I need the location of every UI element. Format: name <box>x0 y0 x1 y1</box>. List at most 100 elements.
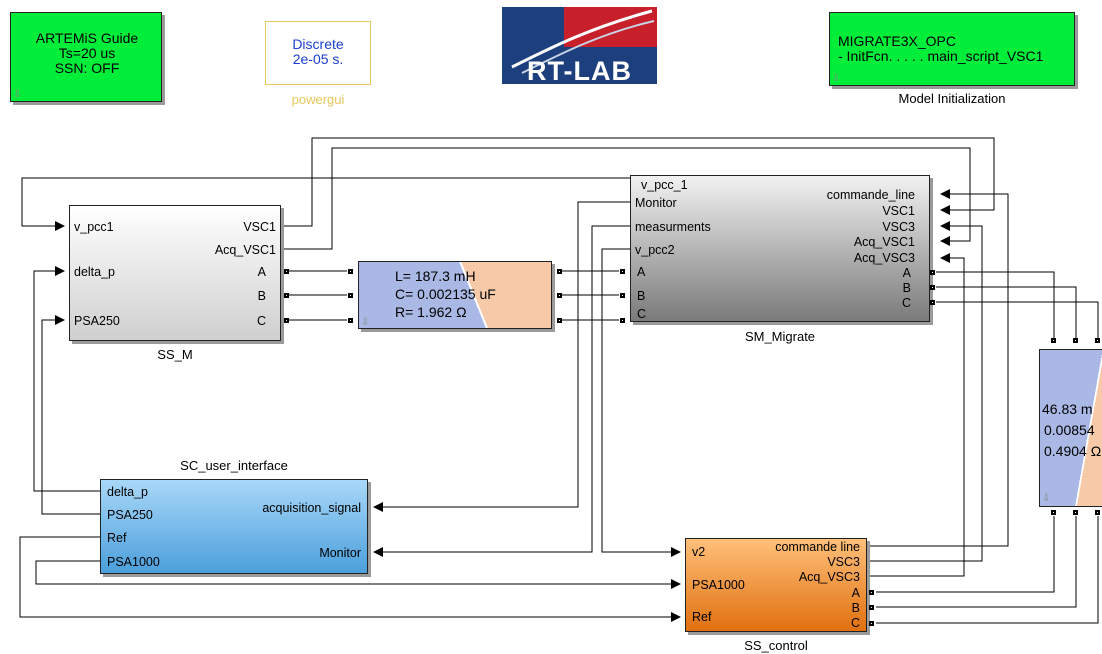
sm-port-out-b[interactable] <box>930 285 935 290</box>
sm-out-acq-vsc3: Acq_VSC3 <box>853 251 915 265</box>
powergui-block[interactable]: Discrete 2e-05 s. <box>265 21 371 85</box>
sm-port-in-a[interactable] <box>620 269 625 274</box>
model-init-block[interactable]: MIGRATE3X_OPC - InitFcn. . . . . main_sc… <box>829 12 1075 86</box>
ctl-port-b[interactable] <box>869 605 874 610</box>
artemis-line3: SSN: OFF <box>54 60 120 76</box>
sm-out-c: C <box>901 296 911 310</box>
rlc2-port-bot-c[interactable] <box>1095 510 1100 515</box>
rlc1-port-in-b[interactable] <box>348 293 353 298</box>
ss-m-out-acq-vsc1: Acq_VSC1 <box>214 243 276 257</box>
sm-in-b: B <box>637 289 646 303</box>
sm-migrate-caption: SM_Migrate <box>744 329 816 344</box>
ctl-port-a[interactable] <box>869 590 874 595</box>
down-arrow-icon: ⇩ <box>1042 493 1051 504</box>
sc-in-psa1000: PSA1000 <box>107 555 160 569</box>
ss-control-block[interactable]: v2 PSA1000 Ref commande line VSC3 Acq_VS… <box>685 538 867 632</box>
ss-m-in-psa250: PSA250 <box>74 314 120 328</box>
wire-ref <box>19 536 681 622</box>
sc-user-caption: SC_user_interface <box>180 458 288 473</box>
ctl-in-v2: v2 <box>692 545 706 559</box>
rlc2-r: 0.4904 Ω <box>1044 443 1102 459</box>
sc-in-ref: Ref <box>107 531 127 545</box>
wire-monitor <box>373 225 630 557</box>
artemis-line1: ARTEMiS Guide <box>35 30 139 46</box>
down-arrow-icon: ⇩ <box>361 317 370 328</box>
ctl-port-c[interactable] <box>869 621 874 626</box>
sm-in-monitor: Monitor <box>635 196 677 210</box>
rlc2-port-top-c[interactable] <box>1095 338 1100 343</box>
wire-ctl-c <box>876 516 1099 624</box>
sm-port-out-c[interactable] <box>930 300 935 305</box>
ctl-in-ref: Ref <box>692 610 712 624</box>
wire-v2 <box>601 248 681 557</box>
rlc1-port-out-a[interactable] <box>557 269 562 274</box>
sm-in-measurments: measurments <box>635 220 711 234</box>
ss-m-out-a: A <box>257 265 266 279</box>
wire-acq-signal <box>373 201 630 512</box>
ss-m-port-c[interactable] <box>284 318 289 323</box>
rlc1-port-out-b[interactable] <box>557 293 562 298</box>
wire-acq-vsc1 <box>280 147 971 250</box>
ss-m-in-vpcc1: v_pcc1 <box>74 220 114 234</box>
wire-sm-c <box>936 301 1099 338</box>
powergui-caption: powergui <box>291 92 345 107</box>
ss-m-out-b: B <box>257 289 266 303</box>
down-arrow-icon: ⇩ <box>832 73 841 84</box>
rlc1-port-in-a[interactable] <box>348 269 353 274</box>
sm-port-in-b[interactable] <box>620 293 625 298</box>
rlc2-l: 46.83 m <box>1042 401 1093 417</box>
sm-out-commande-line: commande_line <box>826 188 915 202</box>
sm-in-c: C <box>637 307 647 321</box>
rlc2-c: 0.00854 <box>1044 422 1095 438</box>
ss-m-out-vsc1: VSC1 <box>243 220 276 234</box>
sm-port-in-c[interactable] <box>620 318 625 323</box>
wire-ctl-a <box>876 516 1055 593</box>
wire-sm-b <box>936 286 1077 338</box>
ss-m-caption: SS_M <box>157 347 193 362</box>
ss-m-out-c: C <box>256 314 266 328</box>
rlc2-port-bot-b[interactable] <box>1073 510 1078 515</box>
ss-m-block[interactable]: v_pcc1 delta_p PSA250 VSC1 Acq_VSC1 A B … <box>69 205 281 341</box>
wire-psa1000 <box>35 560 681 589</box>
artemis-guide-block[interactable]: ARTEMiS Guide Ts=20 us SSN: OFF ⇩ <box>10 12 162 102</box>
rlc-branch-2[interactable]: 46.83 m 0.00854 0.4904 Ω ⇩ <box>1039 349 1102 507</box>
rlc2-port-top-b[interactable] <box>1073 338 1078 343</box>
ctl-out-vsc3: VSC3 <box>827 555 860 569</box>
migrate-line2: - InitFcn. . . . . main_script_VSC1 <box>838 48 1044 64</box>
rlc1-port-out-c[interactable] <box>557 318 562 323</box>
ss-m-port-b[interactable] <box>284 293 289 298</box>
ctl-out-commande-line: commande line <box>775 540 860 554</box>
ss-m-port-a[interactable] <box>284 269 289 274</box>
rlc2-port-bot-a[interactable] <box>1051 510 1056 515</box>
wire-delta-p <box>33 266 100 492</box>
model-init-caption: Model Initialization <box>898 91 1006 106</box>
powergui-line2: 2e-05 s. <box>292 51 344 67</box>
sc-out-acquisition-signal: acquisition_signal <box>262 501 361 515</box>
rlc2-port-top-a[interactable] <box>1051 338 1056 343</box>
sc-user-interface-block[interactable]: delta_p PSA250 Ref PSA1000 acquisition_s… <box>100 479 368 574</box>
rtlab-swoosh-icon <box>502 7 655 84</box>
sm-out-acq-vsc1: Acq_VSC1 <box>853 235 915 249</box>
rlc1-l: L= 187.3 mH <box>395 268 476 284</box>
wire-psa250 <box>41 315 100 515</box>
rtlab-logo[interactable]: RT-LAB <box>502 7 657 84</box>
rlc1-port-in-c[interactable] <box>348 318 353 323</box>
sm-migrate-block[interactable]: v_pcc_1 Monitor measurments v_pcc2 A B C… <box>630 175 930 322</box>
wire-commande <box>870 189 1009 547</box>
ctl-out-c: C <box>850 616 860 630</box>
wire-vsc1 <box>280 137 995 227</box>
wire-ctl-b <box>876 516 1077 608</box>
wire-sm-a <box>936 271 1055 338</box>
sm-port-out-a[interactable] <box>930 270 935 275</box>
migrate-line1: MIGRATE3X_OPC <box>838 33 956 49</box>
rlc-branch-1[interactable]: L= 187.3 mH C= 0.002135 uF R= 1.962 Ω ⇩ <box>358 261 552 329</box>
sm-out-vsc1: VSC1 <box>882 204 915 218</box>
ctl-out-b: B <box>851 601 860 615</box>
down-arrow-icon: ⇩ <box>13 89 22 100</box>
ctl-out-a: A <box>851 586 860 600</box>
ctl-out-acq-vsc3: Acq_VSC3 <box>798 570 860 584</box>
powergui-line1: Discrete <box>292 36 344 52</box>
sm-in-vpcc1: v_pcc_1 <box>641 178 688 192</box>
sm-in-vpcc2: v_pcc2 <box>635 243 675 257</box>
